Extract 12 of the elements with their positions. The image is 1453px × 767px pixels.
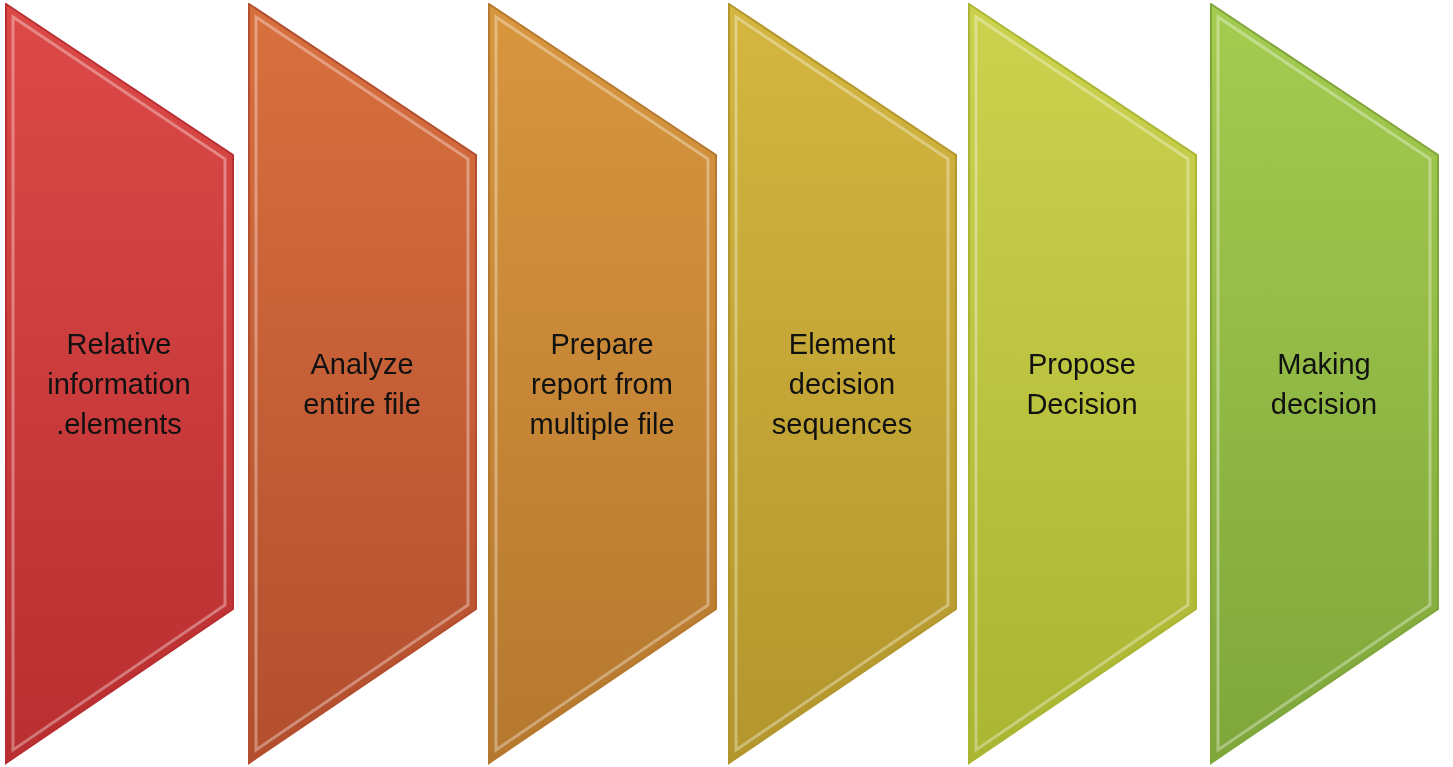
step-label: Analyze entire file <box>302 347 422 422</box>
step-panel <box>488 3 718 765</box>
step-label: Relative information .elements <box>46 327 192 442</box>
step-panel <box>728 3 958 765</box>
step-label: Prepare report from multiple file <box>528 327 676 442</box>
step-panel <box>248 3 478 765</box>
step-panel <box>5 3 235 765</box>
step-label: Propose Decision <box>1025 347 1139 422</box>
step-panel <box>1210 3 1440 765</box>
step-label: Making decision <box>1269 347 1379 422</box>
step-label: Element decision sequences <box>770 327 914 442</box>
step-panel <box>968 3 1198 765</box>
